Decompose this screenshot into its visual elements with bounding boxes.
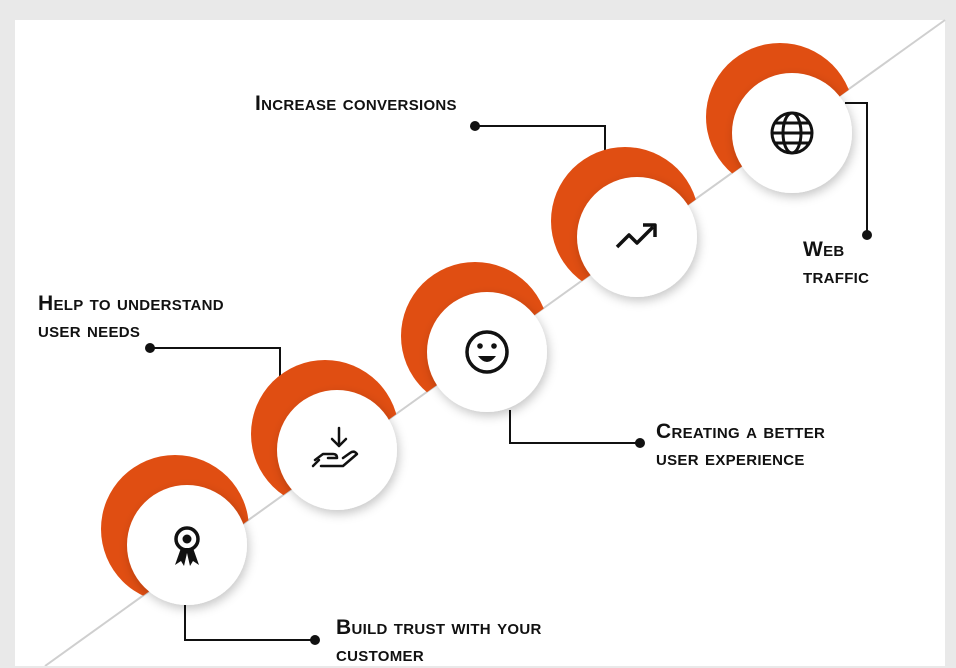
award-ribbon-icon	[174, 526, 200, 566]
globe-icon	[770, 111, 814, 155]
icon-disc	[127, 485, 247, 605]
trend-up-icon	[615, 223, 657, 249]
step-1	[101, 455, 249, 605]
step-5	[706, 43, 854, 193]
icon-disc	[277, 390, 397, 510]
label-increase-conversions: Increase conversions	[255, 92, 457, 115]
step-3	[401, 262, 549, 412]
connector-dots	[145, 121, 872, 645]
smiley-face-icon	[465, 330, 509, 374]
hand-receive-icon	[311, 426, 359, 468]
connectors	[150, 102, 868, 641]
step-2	[251, 360, 399, 510]
icon-disc	[577, 177, 697, 297]
icon-disc	[427, 292, 547, 412]
step-4	[551, 147, 699, 297]
